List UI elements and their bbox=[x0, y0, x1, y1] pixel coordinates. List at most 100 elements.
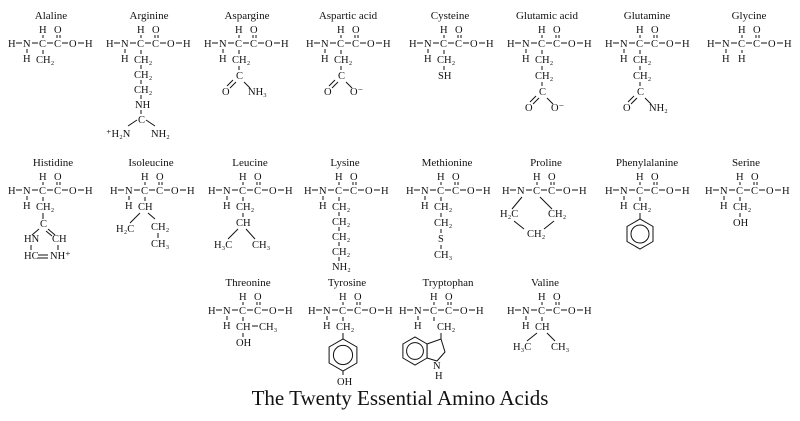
oxygen-label: O bbox=[553, 292, 561, 303]
name-tyrosine: Tyrosine bbox=[327, 277, 367, 289]
side-chain-group-label: CH₂ bbox=[336, 322, 355, 333]
alpha-carbon-label: C bbox=[533, 186, 540, 197]
nitrogen-label: N bbox=[219, 39, 227, 50]
side-chain-group-label: CH₂ bbox=[334, 55, 353, 66]
hydrogen-label: H bbox=[584, 306, 592, 317]
thiol-label: SH bbox=[438, 71, 452, 82]
bond bbox=[47, 228, 56, 236]
hydroxyl-label: OH bbox=[733, 218, 749, 229]
hydrogen-label: H bbox=[306, 39, 314, 50]
nitrogen-label: N bbox=[223, 186, 231, 197]
side-chain-group-label: CH₃ bbox=[259, 322, 278, 333]
name-lysine: Lysine bbox=[330, 157, 360, 169]
hydrogen-label: H bbox=[281, 39, 289, 50]
alpha-carbon-label: C bbox=[636, 186, 643, 197]
oxygen-label: O bbox=[666, 39, 674, 50]
figure-caption: The Twenty Essential Amino Acids bbox=[251, 386, 549, 410]
name-proline: Proline bbox=[530, 157, 562, 169]
carboxyl-carbon-label: C bbox=[651, 186, 658, 197]
nitrogen-label: N bbox=[421, 186, 429, 197]
oxygen-label: O bbox=[553, 25, 561, 36]
hydrogen-label: H bbox=[507, 39, 515, 50]
oxygen-label: O bbox=[250, 25, 258, 36]
carboxyl-carbon-label: C bbox=[254, 186, 261, 197]
side-chain-group-label: H₃C bbox=[513, 342, 531, 353]
hydrogen-label: H bbox=[141, 172, 149, 183]
pyrrole-ring bbox=[426, 338, 446, 362]
alpha-carbon-label: C bbox=[339, 306, 346, 317]
bond bbox=[526, 332, 538, 342]
oxygen-label: O bbox=[156, 172, 164, 183]
hydrogen-label: H bbox=[337, 25, 345, 36]
oxygen-label: O bbox=[651, 25, 659, 36]
nitrogen-label: N bbox=[414, 306, 422, 317]
side-chain-group-label: CH₂ bbox=[134, 85, 153, 96]
oxygen-label: O bbox=[753, 25, 761, 36]
hydrogen-label: H bbox=[522, 54, 530, 65]
hydrogen-label: H bbox=[620, 201, 628, 212]
hydrogen-label: H bbox=[440, 25, 448, 36]
amine-label: NH₂ bbox=[649, 103, 668, 114]
hydrogen-label: H bbox=[223, 201, 231, 212]
bond bbox=[331, 81, 339, 89]
oxygen-label: O bbox=[470, 39, 478, 50]
hydrogen-label: H bbox=[239, 172, 247, 183]
hydrogen-label: H bbox=[538, 292, 546, 303]
hydrogen-label: H bbox=[208, 306, 216, 317]
alpha-carbon-label: C bbox=[239, 186, 246, 197]
bond bbox=[529, 95, 537, 103]
nitrogen-label: N bbox=[319, 186, 327, 197]
oxygen-label: O bbox=[455, 25, 463, 36]
oxygen-label: O bbox=[269, 186, 277, 197]
carboxyl-carbon-label: C bbox=[751, 186, 758, 197]
nitrogen-label: N bbox=[722, 39, 730, 50]
hydrogen-label: H bbox=[682, 186, 690, 197]
alpha-carbon-label: C bbox=[239, 306, 246, 317]
hydrogen-label: H bbox=[406, 186, 414, 197]
side-chain-group-label: CH₂ bbox=[236, 202, 255, 213]
side-chain-group-label: CH₂ bbox=[535, 71, 554, 82]
hydrogen-label: H bbox=[106, 39, 114, 50]
hydrogen-label: H bbox=[385, 306, 393, 317]
alpha-carbon-label: C bbox=[335, 186, 342, 197]
nitrogen-label: N bbox=[517, 186, 525, 197]
oxygen-label: O bbox=[54, 172, 62, 183]
hydrogen-label: H bbox=[321, 54, 329, 65]
alpha-carbon-label: C bbox=[337, 39, 344, 50]
name-glutamine: Glutamine bbox=[623, 10, 671, 22]
name-cysteine: Cysteine bbox=[430, 10, 470, 22]
bond bbox=[127, 119, 138, 127]
carboxyl-carbon-label: C bbox=[553, 39, 560, 50]
bond bbox=[539, 196, 553, 210]
hydrogen-label: H bbox=[239, 292, 247, 303]
nitrogen-label: N bbox=[223, 306, 231, 317]
oxygen-label: O bbox=[452, 172, 460, 183]
side-chain-group-label: CH₂ bbox=[437, 55, 456, 66]
side-chain-group-label: CH bbox=[236, 218, 251, 229]
bond bbox=[31, 228, 40, 236]
hydrogen-label: H bbox=[85, 39, 93, 50]
side-chain-group-label: CH bbox=[535, 322, 550, 333]
hydrogen-label: H bbox=[125, 201, 133, 212]
bond bbox=[511, 196, 523, 210]
bond bbox=[145, 119, 156, 127]
side-chain-group-label: CH₂ bbox=[232, 55, 251, 66]
imidazole-label: NH⁺ bbox=[50, 251, 71, 262]
side-chain-group-label: CH₂ bbox=[134, 70, 153, 81]
side-chain-group-label: CH₃ bbox=[434, 250, 453, 261]
hydrogen-label: H bbox=[522, 321, 530, 332]
oxygen-label: O bbox=[365, 186, 373, 197]
side-chain-group-label: H₃C bbox=[214, 240, 232, 251]
amine-label: NH₃ bbox=[248, 87, 267, 98]
name-glutamic-acid: Glutamic acid bbox=[515, 10, 578, 22]
side-chain-group-label: CH₂ bbox=[527, 229, 546, 240]
carboxyl-carbon-label: C bbox=[455, 39, 462, 50]
